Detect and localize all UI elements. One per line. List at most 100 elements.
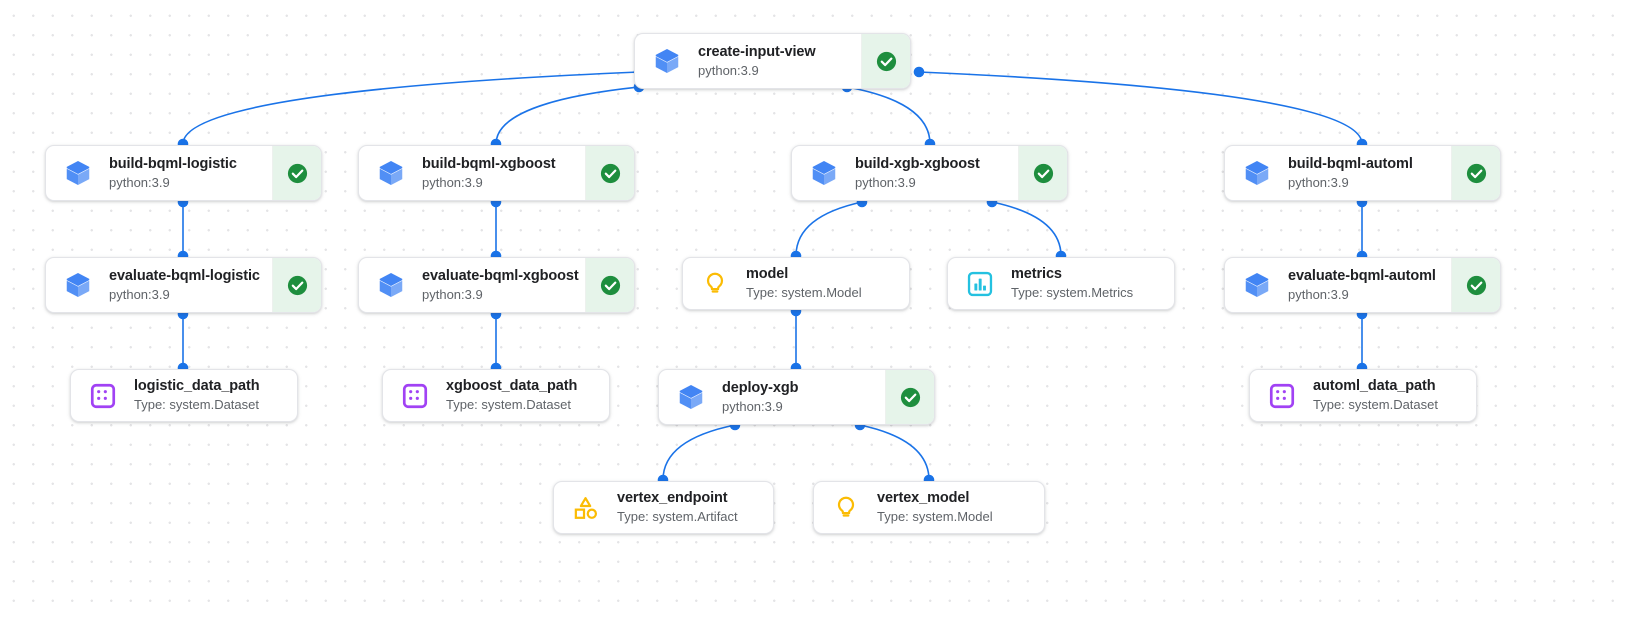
node-type-icon — [63, 270, 93, 300]
check-circle-icon — [1033, 163, 1053, 183]
node-title: logistic_data_path — [134, 378, 260, 395]
node-subtitle: Type: system.Dataset — [1313, 397, 1438, 413]
node-subtitle: Type: system.Dataset — [446, 397, 571, 413]
lightbulb-icon — [837, 496, 855, 517]
check-circle-icon — [876, 51, 896, 71]
check-circle-icon — [1466, 163, 1486, 183]
node-type-icon — [652, 46, 682, 76]
node-subtitle: python:3.9 — [109, 286, 170, 302]
dataset-icon — [90, 383, 116, 408]
node-subtitle: python:3.9 — [1288, 174, 1349, 190]
artifact-shapes-icon — [574, 496, 598, 519]
node-subtitle: python:3.9 — [422, 286, 483, 302]
node-type-icon — [676, 382, 706, 412]
bar-chart-icon — [967, 271, 993, 296]
node-subtitle: python:3.9 — [698, 62, 759, 78]
node-subtitle: python:3.9 — [855, 174, 916, 190]
node-body: create-input-view python:3.9 — [635, 34, 861, 88]
node-type-icon — [831, 493, 861, 523]
status-badge — [585, 146, 634, 200]
node-subtitle: Type: system.Model — [746, 285, 862, 301]
node-type-icon — [965, 269, 995, 299]
node-type-icon — [88, 381, 118, 411]
check-circle-icon — [600, 275, 620, 295]
edge-port-source — [913, 66, 925, 78]
node-title: metrics — [1011, 266, 1062, 283]
cube-icon — [1245, 273, 1269, 297]
status-badge — [885, 370, 934, 424]
cube-icon — [679, 385, 703, 409]
check-circle-icon — [1466, 275, 1486, 295]
node-subtitle: python:3.9 — [722, 398, 783, 414]
node-type-icon — [63, 158, 93, 188]
node-subtitle: Type: system.Artifact — [617, 509, 738, 525]
cube-icon — [66, 161, 90, 185]
status-badge — [1451, 146, 1500, 200]
node-text: create-input-view python:3.9 — [698, 43, 816, 80]
cube-icon — [66, 273, 90, 297]
graph-edge-deploy-xgb-to-vertex_endpoint — [662, 424, 736, 481]
node-type-icon — [376, 158, 406, 188]
status-badge — [272, 146, 321, 200]
node-title: create-input-view — [698, 43, 816, 60]
check-circle-icon — [287, 163, 307, 183]
node-type-icon — [809, 158, 839, 188]
status-badge — [272, 258, 321, 312]
cube-icon — [1245, 161, 1269, 185]
node-type-icon — [1242, 158, 1272, 188]
dataset-icon — [402, 383, 428, 408]
node-type-icon — [700, 269, 730, 299]
node-subtitle: Type: system.Model — [877, 509, 993, 525]
cube-icon — [379, 273, 403, 297]
cube-icon — [655, 49, 679, 73]
node-title: xgboost_data_path — [446, 378, 578, 395]
status-badge — [585, 258, 634, 312]
node-title: automl_data_path — [1313, 378, 1436, 395]
graph-edge-create-input-view-to-build-xgb-xgboost — [846, 86, 931, 145]
graph-node-create-input-view[interactable]: create-input-view python:3.9 — [634, 33, 911, 89]
graph-edge-create-input-view-to-build-bqml-automl — [918, 71, 1363, 145]
node-title: vertex_model — [877, 490, 970, 507]
node-subtitle: Type: system.Metrics — [1011, 285, 1134, 301]
node-title: vertex_endpoint — [617, 490, 728, 507]
cube-icon — [379, 161, 403, 185]
node-title: build-bqml-logistic — [109, 155, 237, 172]
